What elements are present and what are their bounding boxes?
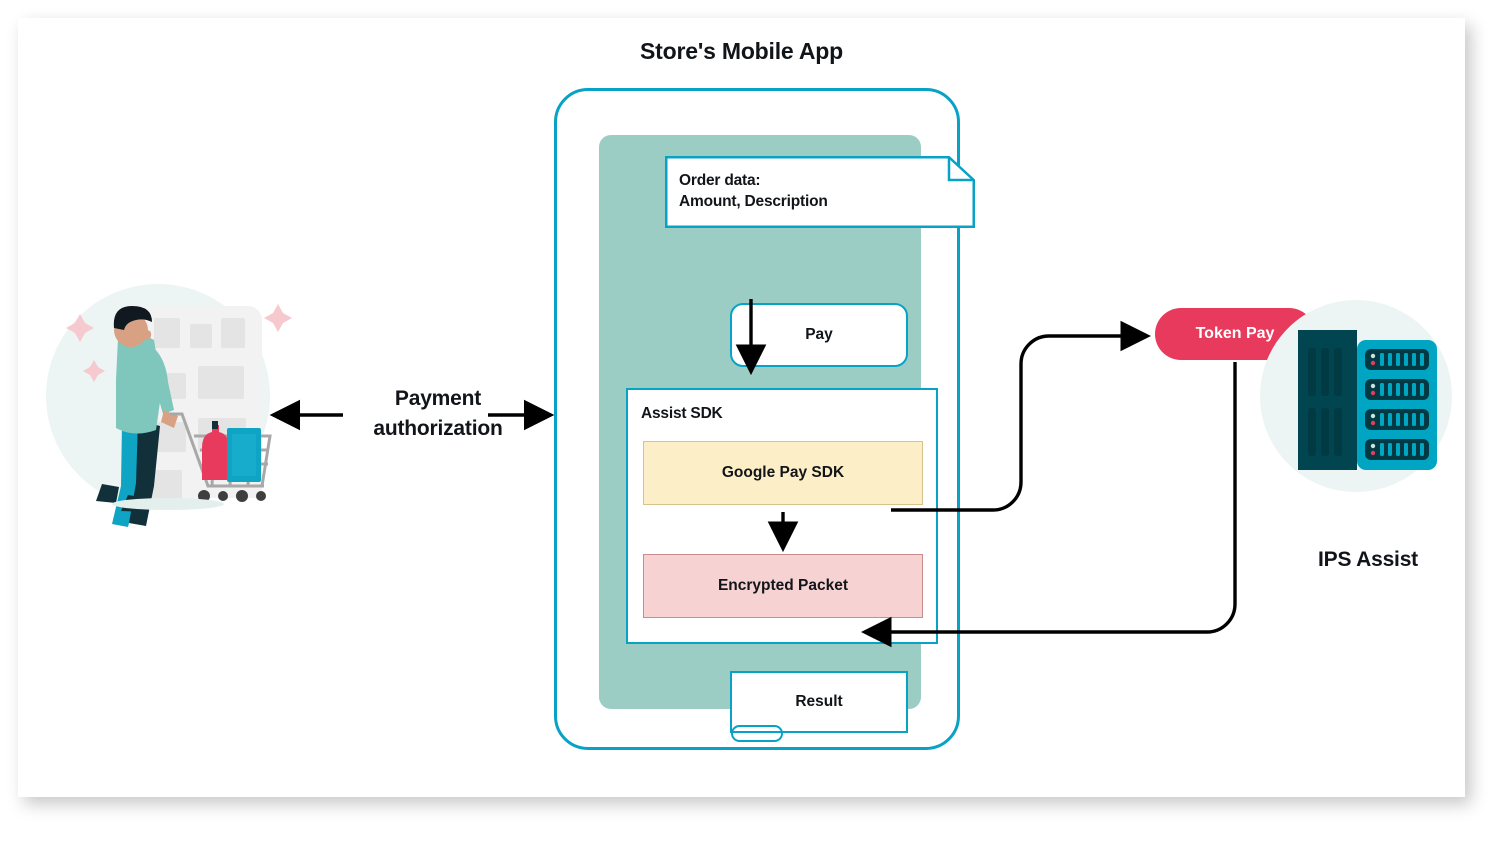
order-data-document: Order data: Amount, Description bbox=[665, 156, 975, 228]
diagram-card: Store's Mobile App bbox=[18, 18, 1465, 797]
store-mobile-app-phone: Order data: Amount, Description Pay Assi… bbox=[554, 88, 975, 750]
home-indicator-pill bbox=[731, 725, 783, 742]
assist-sdk-internal-arrows bbox=[767, 512, 799, 553]
page-title: Store's Mobile App bbox=[640, 38, 843, 64]
assist-sdk-label: Assist SDK bbox=[641, 405, 723, 422]
assist-sdk-container: Assist SDK Google Pay SDK Encrypted Pack… bbox=[626, 388, 938, 644]
order-data-text: Order data: Amount, Description bbox=[679, 172, 828, 210]
pay-button[interactable]: Pay bbox=[730, 303, 908, 367]
payment-authorization-label: Payment authorization bbox=[373, 387, 503, 440]
token-pay-badge: Token Pay bbox=[1155, 308, 1315, 360]
result-box: Result bbox=[730, 671, 908, 733]
ips-assist-label: IPS Assist bbox=[1318, 548, 1418, 571]
phone-screen: Order data: Amount, Description Pay Assi… bbox=[599, 135, 975, 733]
